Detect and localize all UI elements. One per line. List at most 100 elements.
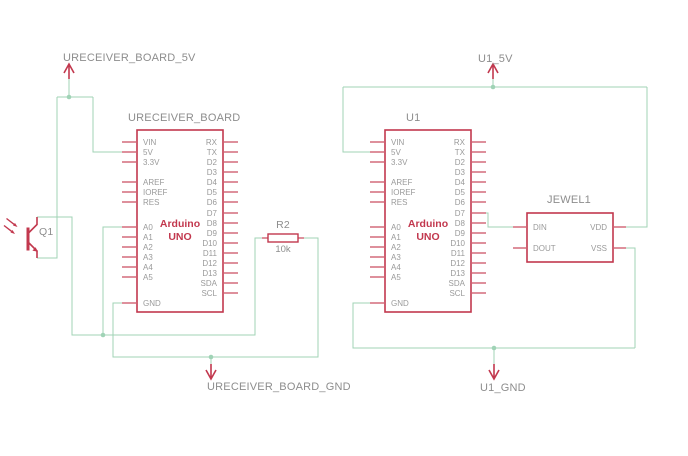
- component-u1-board[interactable]: U1 Arduino UNO VIN5V3.3VAREFIOREFRESA0A1…: [370, 112, 486, 313]
- pin-label-3.3v: 3.3V: [391, 158, 408, 167]
- pin-label-a1: A1: [391, 233, 401, 242]
- q1-emitter-arrowhead: [32, 247, 38, 252]
- pin-label-a2: A2: [143, 243, 153, 252]
- pin-label-d13: D13: [450, 269, 465, 278]
- pin-label-a0: A0: [143, 223, 153, 232]
- pin-label-d5: D5: [455, 188, 466, 197]
- ureceiver-ref-label: URECEIVER_BOARD: [128, 112, 240, 124]
- pin-label-sda: SDA: [201, 279, 218, 288]
- pin-label-d7: D7: [455, 209, 466, 218]
- power-flags-layer: URECEIVER_BOARD_5V U1_5V URECEIVER_BOARD…: [63, 52, 526, 394]
- wire-5v-to-q1[interactable]: [37, 97, 58, 259]
- pin-label-ioref: IOREF: [391, 188, 416, 197]
- net-label-u1-gnd: U1_GND: [480, 382, 526, 394]
- power-arrow-up-icon[interactable]: [63, 62, 75, 79]
- ground-arrow-down-icon[interactable]: [488, 364, 500, 381]
- u1-part-name-line2: UNO: [416, 231, 439, 243]
- component-jewel1[interactable]: JEWEL1 DIN DOUT VDD VSS: [513, 194, 626, 263]
- pin-label-res: RES: [391, 198, 407, 207]
- net-label-ureceiver-gnd: URECEIVER_BOARD_GND: [207, 381, 351, 393]
- wire-a0-drop[interactable]: [102, 226, 122, 335]
- q1-collector-lead: [27, 217, 38, 234]
- net-label-u1-5v: U1_5V: [478, 53, 513, 65]
- pin-label-d4: D4: [207, 178, 218, 187]
- u1-body[interactable]: [384, 129, 472, 313]
- pin-label-d10: D10: [202, 239, 217, 248]
- component-q1-phototransistor[interactable]: Q1: [3, 217, 53, 258]
- jewel1-body[interactable]: [526, 212, 614, 263]
- pin-label-d12: D12: [202, 259, 217, 268]
- pin-label-scl: SCL: [449, 289, 465, 298]
- pin-label-a4: A4: [391, 263, 401, 272]
- wire-u1-5v-pin[interactable]: [342, 87, 370, 153]
- q1-ref-label: Q1: [39, 226, 53, 238]
- pin-label-rx: RX: [206, 138, 218, 147]
- junction-dot: [491, 345, 497, 351]
- pin-label-a5: A5: [391, 273, 401, 282]
- pin-label-d9: D9: [455, 229, 466, 238]
- pin-label-res: RES: [143, 198, 159, 207]
- pin-label-aref: AREF: [143, 178, 164, 187]
- pin-label-vss: VSS: [591, 244, 607, 253]
- r2-ref-label: R2: [276, 219, 290, 231]
- pin-label-tx: TX: [207, 148, 218, 157]
- pin-label-d3: D3: [207, 168, 218, 177]
- wire-q1-to-r2[interactable]: [37, 216, 262, 336]
- junction-dot: [208, 354, 214, 360]
- pin-label-vin: VIN: [143, 138, 157, 147]
- light-arrow-icon: [6, 217, 15, 226]
- pin-label-a0: A0: [391, 223, 401, 232]
- r2-value-label: 10k: [275, 244, 291, 255]
- pin-label-d2: D2: [455, 158, 466, 167]
- pin-label-5v: 5V: [143, 148, 153, 157]
- net-label-ureceiver-5v: URECEIVER_BOARD_5V: [63, 52, 196, 64]
- pin-label-d13: D13: [202, 269, 217, 278]
- ureceiver-body[interactable]: [136, 129, 224, 313]
- junctions-layer: [66, 84, 497, 360]
- pin-label-tx: TX: [455, 148, 466, 157]
- ureceiver-part-name-line2: UNO: [168, 231, 191, 243]
- pin-label-d4: D4: [455, 178, 466, 187]
- pin-label-rx: RX: [454, 138, 466, 147]
- light-arrowhead-icon: [10, 229, 15, 234]
- pin-label-d3: D3: [455, 168, 466, 177]
- junction-dot: [490, 84, 496, 90]
- pin-label-a4: A4: [143, 263, 153, 272]
- u1-part-name-line1: Arduino: [408, 218, 448, 230]
- pin-label-a1: A1: [143, 233, 153, 242]
- pin-label-vdd: VDD: [590, 223, 607, 232]
- pin-label-d9: D9: [207, 229, 218, 238]
- pin-label-gnd: GND: [391, 299, 409, 308]
- pin-label-dout: DOUT: [533, 244, 556, 253]
- pin-label-gnd: GND: [143, 299, 161, 308]
- pin-label-d10: D10: [450, 239, 465, 248]
- pin-label-d8: D8: [455, 219, 466, 228]
- component-r2-resistor[interactable]: R2 10k: [262, 219, 304, 255]
- power-arrow-up-icon[interactable]: [487, 62, 499, 79]
- pin-label-d2: D2: [207, 158, 218, 167]
- r2-body[interactable]: [267, 233, 299, 243]
- component-ureceiver-board[interactable]: URECEIVER_BOARD Arduino UNO VIN5V3.3VARE…: [122, 112, 240, 313]
- pin-label-d11: D11: [203, 249, 218, 258]
- junction-dot: [66, 94, 72, 100]
- ground-arrow-down-icon[interactable]: [205, 364, 217, 381]
- pin-label-din: DIN: [533, 223, 547, 232]
- pin-label-3.3v: 3.3V: [143, 158, 160, 167]
- wire-d7-to-din[interactable]: [486, 212, 513, 228]
- jewel1-ref-label: JEWEL1: [547, 194, 591, 206]
- u1-ref-label: U1: [406, 112, 420, 124]
- pin-label-d5: D5: [207, 188, 218, 197]
- wire-ureceiver-5v-pin[interactable]: [92, 97, 122, 153]
- pin-label-d6: D6: [207, 198, 218, 207]
- wire-vdd-drop[interactable]: [626, 87, 648, 228]
- wire-vss-drop[interactable]: [626, 247, 636, 348]
- light-arrow-icon: [3, 224, 13, 233]
- pin-label-a2: A2: [391, 243, 401, 252]
- pin-label-d6: D6: [455, 198, 466, 207]
- wire-ureceiver-gnd-rail[interactable]: [112, 237, 319, 358]
- pin-label-vin: VIN: [391, 138, 405, 147]
- pin-label-d12: D12: [450, 259, 465, 268]
- pin-label-sda: SDA: [449, 279, 466, 288]
- pin-label-d11: D11: [451, 249, 466, 258]
